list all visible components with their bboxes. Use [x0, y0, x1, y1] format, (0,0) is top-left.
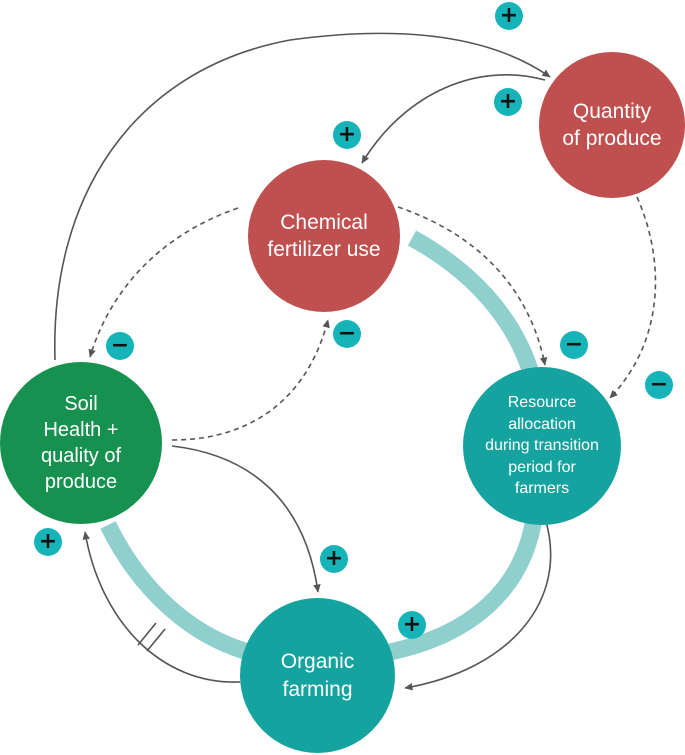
- node-soil-health: Soil Health + quality of produce: [0, 362, 162, 524]
- minus-badge-quantity-to-resource: −: [645, 371, 673, 399]
- node-resource-allocation: Resource allocation during transition pe…: [463, 367, 621, 525]
- dashed-arrow-fertilizer-to-resource: [397, 206, 548, 366]
- node-quantity-of-produce: Quantity of produce: [539, 52, 685, 198]
- minus-badge-fertilizer-to-soil: −: [106, 332, 134, 360]
- transition-band-soil-to-organic: [100, 521, 251, 661]
- minus-badge-soil-to-fertilizer: −: [333, 320, 361, 348]
- plus-badge-organic-to-soil: +: [34, 528, 62, 556]
- plus-badge-soil-to-organic: +: [320, 545, 348, 573]
- node-soil-health-label: Soil Health + quality of produce: [40, 393, 122, 493]
- arrow-resource-to-organic: [404, 517, 552, 691]
- plus-badge-quantity-to-fertilizer-2: +: [333, 121, 361, 149]
- arrow-soil-to-organic: [171, 445, 321, 593]
- dashed-arrow-quantity-to-resource: [609, 196, 657, 399]
- delay-mark-1: [137, 622, 157, 646]
- node-organic-farming: Organic farming: [240, 598, 395, 753]
- transition-band-fertilizer-to-resource: [407, 230, 539, 373]
- arrow-organic-to-soil: [82, 531, 241, 683]
- node-organic-farming-label: Organic farming: [280, 650, 355, 701]
- node-chemical-fertilizer-use-label: Chemical fertilizer use: [267, 210, 381, 261]
- minus-badge-fertilizer-to-resource: −: [560, 331, 588, 359]
- node-resource-allocation-label: Resource allocation during transition pe…: [485, 394, 599, 498]
- dashed-arrow-soil-to-fertilizer: [171, 319, 330, 441]
- node-chemical-fertilizer-use: Chemical fertilizer use: [248, 160, 400, 312]
- node-quantity-of-produce-label: Quantity of produce: [562, 99, 662, 150]
- plus-badge-quantity-to-fertilizer-1: +: [494, 88, 522, 116]
- plus-badge-resource-to-organic: +: [398, 611, 426, 639]
- transition-band-resource-to-organic: [388, 510, 544, 661]
- dashed-arrow-fertilizer-to-soil: [88, 207, 239, 358]
- delay-mark-2: [146, 628, 166, 652]
- arrow-quantity-to-fertilizer: [361, 74, 546, 164]
- plus-badge-soil-to-quantity: +: [495, 2, 523, 30]
- arrow-soil-to-quantity: [54, 32, 551, 361]
